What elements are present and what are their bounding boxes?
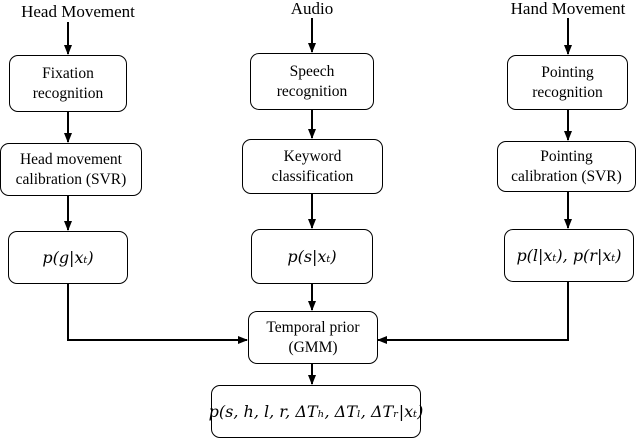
input-hand-movement: Hand Movement	[510, 0, 626, 18]
head-calibration-line-2: calibration (SVR)	[15, 170, 127, 188]
input-head-movement: Head Movement	[21, 2, 135, 21]
pointing-calibration-line-2: calibration (SVR)	[511, 167, 622, 185]
p-g-given-x-label: p(g|xₜ)	[42, 247, 94, 267]
joint-posterior-box: p(s, h, l, r, ΔTₕ, ΔTₗ, ΔTᵣ|xₜ)	[208, 385, 424, 438]
input-audio: Audio	[290, 0, 334, 18]
fixation-recognition-line-2: recognition	[32, 84, 104, 102]
pointing-calibration-box: Pointing calibration (SVR)	[497, 141, 636, 192]
keyword-classification-box: Keyword classification	[242, 139, 383, 194]
temporal-prior-line-2: (GMM)	[288, 338, 338, 356]
joint-posterior-label: p(s, h, l, r, ΔTₕ, ΔTₗ, ΔTᵣ|xₜ)	[208, 401, 424, 421]
head-movement-calibration-box: Head movement calibration (SVR)	[0, 143, 142, 196]
pointing-recognition-line-1: Pointing	[541, 63, 594, 81]
keyword-classification-line-1: Keyword	[283, 147, 342, 165]
keyword-classification-line-2: classification	[271, 167, 354, 185]
temporal-prior-box: Temporal prior (GMM)	[248, 311, 378, 364]
p-g-given-x-box: p(g|xₜ)	[8, 231, 128, 284]
fixation-recognition-box: Fixation recognition	[9, 55, 127, 112]
p-s-given-x-box: p(s|xₜ)	[251, 229, 373, 284]
speech-recognition-box: Speech recognition	[250, 53, 374, 110]
pointing-recognition-line-2: recognition	[532, 83, 603, 101]
p-l-p-r-given-x-label: p(l|xₜ), p(r|xₜ)	[516, 245, 622, 265]
temporal-prior-line-1: Temporal prior	[266, 318, 360, 336]
arrow-plr-to-prior	[377, 282, 569, 344]
p-l-p-r-given-x-box: p(l|xₜ), p(r|xₜ)	[504, 229, 634, 282]
speech-recognition-line-2: recognition	[276, 82, 348, 100]
p-s-given-x-label: p(s|xₜ)	[287, 246, 337, 266]
arrow-pg-to-prior	[67, 284, 248, 344]
pointing-calibration-line-1: Pointing	[540, 147, 593, 165]
head-calibration-line-1: Head movement	[19, 150, 122, 168]
speech-recognition-line-1: Speech	[289, 62, 335, 80]
pointing-recognition-box: Pointing recognition	[507, 55, 628, 110]
fixation-recognition-line-1: Fixation	[42, 64, 94, 82]
